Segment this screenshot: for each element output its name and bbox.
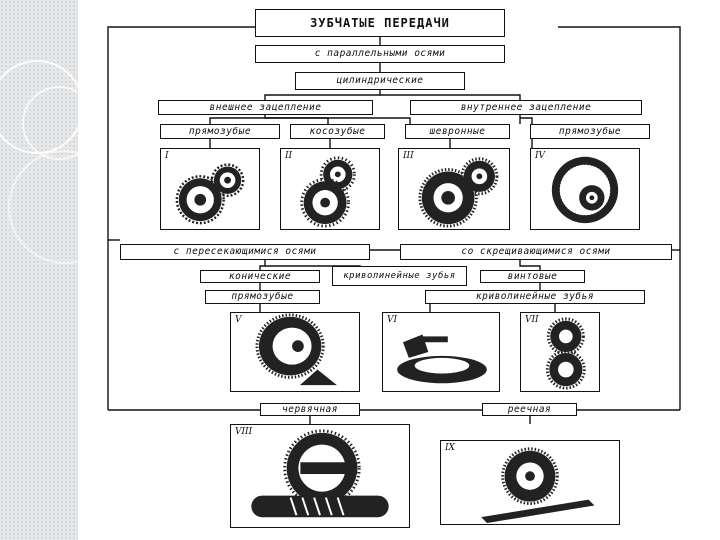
node-internal-mesh: внутреннее зацепление [410, 100, 642, 115]
figure-spiral-bevel-gear: VI [382, 312, 500, 392]
figure-herringbone-gear: III [398, 148, 510, 230]
figure-label: I [165, 151, 169, 161]
figure-label: VII [525, 315, 539, 325]
figure-label: VI [387, 315, 398, 325]
figure-bevel-gear: V [230, 312, 360, 392]
figure-internal-gear: IV [530, 148, 640, 230]
figure-label: VIII [235, 427, 253, 437]
spiral-bevel-gear-icon [397, 334, 487, 384]
figure-helical-gear: II [280, 148, 380, 230]
figure-spur-external-gear: I [160, 148, 260, 230]
gear-classification-diagram: ЗУБЧАТЫЕ ПЕРЕДАЧИ с параллельными осями … [100, 0, 690, 540]
figure-screw-gear: VII [520, 312, 600, 392]
decorative-side-panel [0, 0, 122, 540]
figure-label: V [235, 315, 242, 325]
bevel-gear-pair-icon [255, 313, 337, 386]
node-crossing-axes: со скрещивающимися осями [400, 244, 672, 260]
node-curvilinear-teeth-1: криволинейные зубья [332, 266, 467, 286]
rack-and-pinion-icon [481, 447, 595, 524]
node-cylindrical: цилиндрические [295, 72, 465, 90]
internal-gear-icon [551, 156, 619, 224]
node-spur-1: прямозубые [160, 124, 280, 139]
figure-worm-gear: VIII [230, 424, 410, 528]
decorative-ring [22, 86, 96, 160]
node-spur-2: прямозубые [530, 124, 650, 139]
figure-label: IX [445, 443, 455, 453]
figure-label: IV [535, 151, 546, 161]
spur-gear-pair-icon [175, 163, 245, 225]
node-intersecting-axes: с пересекающимися осями [120, 244, 370, 260]
node-external-mesh: внешнее зацепление [158, 100, 373, 115]
node-curvilinear-teeth-2: криволинейные зубья [425, 290, 645, 304]
screw-gear-pair-icon [545, 317, 586, 390]
figure-rack-gear: IX [440, 440, 620, 525]
figure-label: II [285, 151, 293, 161]
diagram-title: ЗУБЧАТЫЕ ПЕРЕДАЧИ [255, 9, 505, 37]
herringbone-gear-pair-icon [418, 157, 499, 228]
decorative-ring [8, 150, 122, 264]
helical-gear-pair-icon [300, 156, 356, 228]
node-spur-bevel: прямозубые [205, 290, 320, 304]
node-helical: косозубые [290, 124, 385, 139]
node-parallel-axes: с параллельными осями [255, 45, 505, 63]
node-rack: реечная [482, 403, 577, 416]
node-bevel: конические [200, 270, 320, 283]
figure-label: III [403, 151, 414, 161]
worm-gear-icon [251, 429, 389, 518]
node-worm: червячная [260, 403, 360, 416]
node-screw: винтовые [480, 270, 585, 283]
node-herringbone: шевронные [405, 124, 510, 139]
